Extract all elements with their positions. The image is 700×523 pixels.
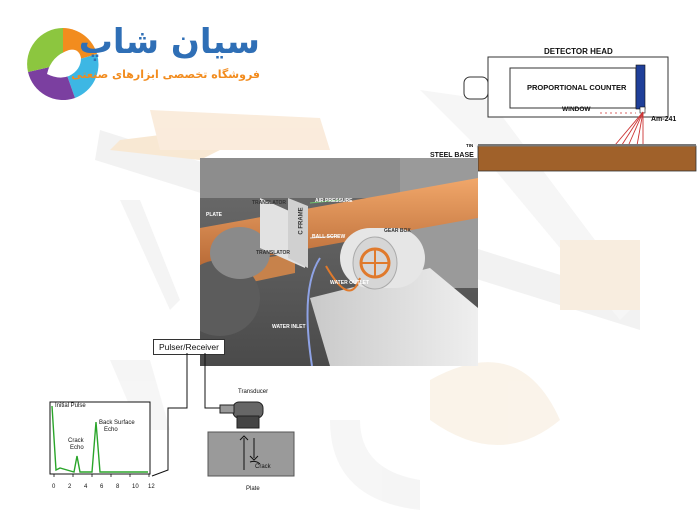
source-label: Am-241 bbox=[651, 116, 677, 123]
back-echo-label-2: Echo bbox=[104, 427, 118, 433]
photo-label-water-inlet: WATER INLET bbox=[272, 324, 306, 330]
brand-name: سیان شاپ bbox=[78, 22, 260, 62]
brand-tagline: فروشگاه تخصصی ابزارهای صنعتی bbox=[71, 68, 260, 81]
crack-label: Crack bbox=[255, 464, 271, 470]
detector-diagram bbox=[463, 56, 697, 172]
scope-tick-label: 12 bbox=[148, 484, 155, 490]
tin-label: TIN bbox=[466, 143, 474, 148]
ultrasonic-diagram bbox=[49, 353, 295, 477]
initial-pulse-label: Initial Pulse bbox=[55, 403, 86, 409]
plate-label: Plate bbox=[246, 486, 260, 492]
photo-label-water-outlet: WATER OUTLET bbox=[330, 280, 370, 286]
back-echo-label-1: Back Surface bbox=[99, 420, 135, 426]
photo-label-gear-box: GEAR BOX bbox=[384, 228, 411, 234]
scope-tick-label: 4 bbox=[84, 484, 88, 490]
transducer-label: Transducer bbox=[238, 389, 269, 395]
scope-tick-label: 10 bbox=[132, 484, 139, 490]
counter-label: PROPORTIONAL COUNTER bbox=[527, 83, 627, 92]
photo-label-translator-bottom: TRANSLATOR bbox=[256, 250, 290, 256]
photo-label-plate: PLATE bbox=[206, 212, 223, 218]
scope-tick-label: 6 bbox=[100, 484, 104, 490]
photo-label-air-pressure: AIR PRESSURE bbox=[315, 198, 353, 204]
logo-icon bbox=[27, 28, 99, 101]
scope-tick-label: 2 bbox=[68, 484, 72, 490]
equipment-photo: PLATE TRANSLATOR TRANSLATOR C FRAME AIR … bbox=[200, 158, 478, 366]
window-label: WINDOW bbox=[562, 106, 591, 113]
photo-label-ball-screw: BALL SCREW bbox=[312, 234, 346, 240]
crack-echo-label-1: Crack bbox=[68, 438, 84, 444]
photo-label-translator-top: TRANSLATOR bbox=[252, 200, 286, 206]
steel-base-label: STEEL BASE bbox=[430, 152, 474, 159]
photo-label-c-frame: C FRAME bbox=[298, 207, 305, 235]
scope-tick-label: 0 bbox=[52, 484, 56, 490]
pulser-receiver-box: Pulser/Receiver bbox=[153, 339, 225, 355]
crack-echo-label-2: Echo bbox=[70, 445, 84, 451]
scope-tick-label: 8 bbox=[116, 484, 120, 490]
detector-head-label: DETECTOR HEAD bbox=[544, 47, 613, 56]
